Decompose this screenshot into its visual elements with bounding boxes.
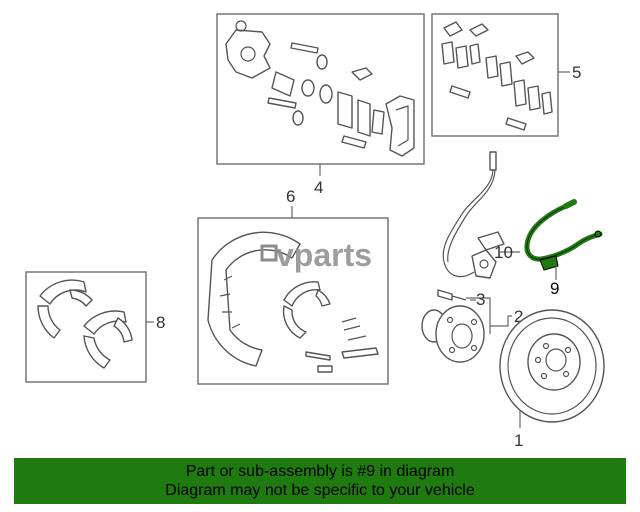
backing-plate-group[interactable]: [197, 206, 389, 385]
hub-assembly[interactable]: [421, 289, 512, 363]
caliper-assembly-group[interactable]: [216, 13, 425, 176]
banner-line-1: Part or sub-assembly is #9 in diagram: [185, 463, 455, 480]
callout-3: 3: [476, 290, 485, 309]
vparts-watermark: vparts: [260, 237, 372, 273]
callout-2: 2: [514, 307, 523, 326]
callout-10: 10: [494, 243, 513, 262]
callout-4: 4: [314, 178, 323, 197]
callout-5: 5: [572, 63, 581, 82]
callout-6: 6: [286, 187, 295, 206]
banner-line-2: Diagram may not be specific to your vehi…: [165, 482, 475, 499]
wheel-speed-sensor[interactable]: [442, 151, 520, 279]
callout-1: 1: [514, 431, 523, 450]
brake-rotor[interactable]: [499, 309, 605, 428]
brake-hose-highlighted[interactable]: [524, 199, 603, 280]
part-info-banner: Part or sub-assembly is #9 in diagram Di…: [14, 458, 626, 504]
brake-shoe-group[interactable]: [25, 271, 154, 383]
callout-9: 9: [550, 279, 559, 298]
svg-text:vparts: vparts: [276, 237, 372, 273]
pad-kit-group[interactable]: [431, 13, 570, 137]
callout-8: 8: [156, 313, 165, 332]
